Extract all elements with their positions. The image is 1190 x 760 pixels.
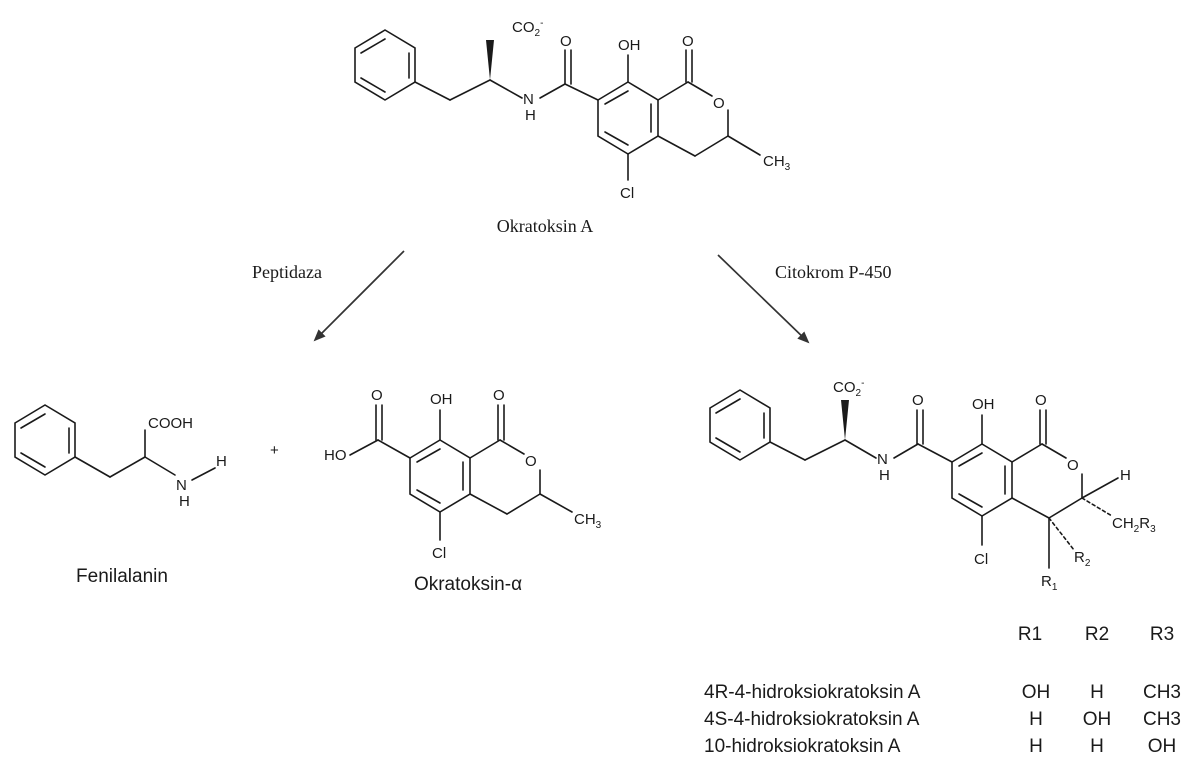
amide-h-label: H bbox=[525, 107, 536, 124]
alpha-chlorine-label: Cl bbox=[432, 545, 446, 562]
hydroxy-ring-o-label: O bbox=[1067, 457, 1079, 474]
table-cell-r1: OH bbox=[1022, 682, 1051, 703]
chlorine-label: Cl bbox=[620, 185, 634, 202]
peptidase-label: Peptidaza bbox=[252, 262, 322, 282]
carboxyl-o-label: O bbox=[371, 387, 383, 404]
table-cell-r3: OH bbox=[1148, 736, 1177, 757]
table-cell-r3: CH3 bbox=[1143, 709, 1181, 730]
table-header-r2: R2 bbox=[1085, 624, 1109, 645]
hydroxy-phenol-oh-label: OH bbox=[972, 396, 995, 413]
hydroxy-ochratoxin-structure: CO2- N H O OH Cl O O H CH2R3 R2 R1 bbox=[709, 378, 1156, 593]
methyl-label: CH3 bbox=[763, 153, 791, 173]
hydroxy-nh-label: H bbox=[879, 467, 890, 484]
cyp450-label: Citokrom P-450 bbox=[775, 262, 892, 282]
cooh-label: COOH bbox=[148, 415, 193, 432]
ochratoxin-alpha-structure: HO O OH O O Cl CH3 bbox=[324, 387, 602, 562]
table-cell-r2: H bbox=[1090, 736, 1104, 757]
r1-label: R1 bbox=[1041, 573, 1058, 593]
hydroxy-wedge-bond bbox=[841, 400, 849, 440]
r2-label: R2 bbox=[1074, 549, 1091, 569]
table-row-name: 4R-4-hidroksiokratoksin A bbox=[704, 682, 921, 703]
table-header-r1: R1 bbox=[1018, 624, 1042, 645]
phenol-oh-label: OH bbox=[618, 37, 641, 54]
hydroxy-ring-h-label: H bbox=[1120, 467, 1131, 484]
hydroxy-co2-label: CO2- bbox=[833, 378, 864, 399]
table-cell-r1: H bbox=[1029, 709, 1043, 730]
table-row-name: 10-hidroksiokratoksin A bbox=[704, 736, 901, 757]
ochratoxin-a-name: Okratoksin A bbox=[497, 216, 594, 236]
ch2r3-label: CH2R3 bbox=[1112, 515, 1156, 535]
alpha-methyl-label: CH3 bbox=[574, 511, 602, 531]
hydroxy-carbonyl-o-label: O bbox=[1035, 392, 1047, 409]
lactone-ring-o-label: O bbox=[713, 95, 725, 112]
hydroxy-n-label: N bbox=[877, 451, 888, 468]
amine-h-label: H bbox=[179, 493, 190, 510]
amine-n-label: N bbox=[176, 477, 187, 494]
phenylalanine-structure: COOH N H H bbox=[14, 404, 227, 510]
table-cell-r2: OH bbox=[1083, 709, 1112, 730]
lactone-carbonyl-o-label: O bbox=[682, 33, 694, 50]
co2-label: CO2- bbox=[512, 18, 543, 39]
amine-h2-label: H bbox=[216, 453, 227, 470]
carboxyl-ho-label: HO bbox=[324, 447, 347, 464]
table-cell-r1: H bbox=[1029, 736, 1043, 757]
phenylalanine-name: Fenilalanin bbox=[76, 566, 168, 587]
table-header-r3: R3 bbox=[1150, 624, 1174, 645]
hydroxy-amide-o-label: O bbox=[912, 392, 924, 409]
table-cell-r2: H bbox=[1090, 682, 1104, 703]
amide-o-label: O bbox=[560, 33, 572, 50]
alpha-ring-o-label: O bbox=[525, 453, 537, 470]
peptidase-arrow bbox=[313, 250, 405, 342]
wedge-bond bbox=[486, 40, 494, 80]
ochratoxin-alpha-name: Okratoksin-α bbox=[414, 574, 522, 595]
hydroxy-chlorine-label: Cl bbox=[974, 551, 988, 568]
alpha-carbonyl-o-label: O bbox=[493, 387, 505, 404]
amide-n-label: N bbox=[523, 91, 534, 108]
alpha-oh-label: OH bbox=[430, 391, 453, 408]
plus-sign: + bbox=[270, 442, 279, 459]
table-row-name: 4S-4-hidroksiokratoksin A bbox=[704, 709, 920, 730]
table-cell-r3: CH3 bbox=[1143, 682, 1181, 703]
ochratoxin-a-structure: CO2- N H O OH Cl O O CH3 bbox=[354, 18, 791, 202]
cyp450-arrow bbox=[717, 254, 810, 344]
substituent-table: R1 R2 R3 4R-4-hidroksiokratoksin A OH H … bbox=[704, 624, 1181, 757]
